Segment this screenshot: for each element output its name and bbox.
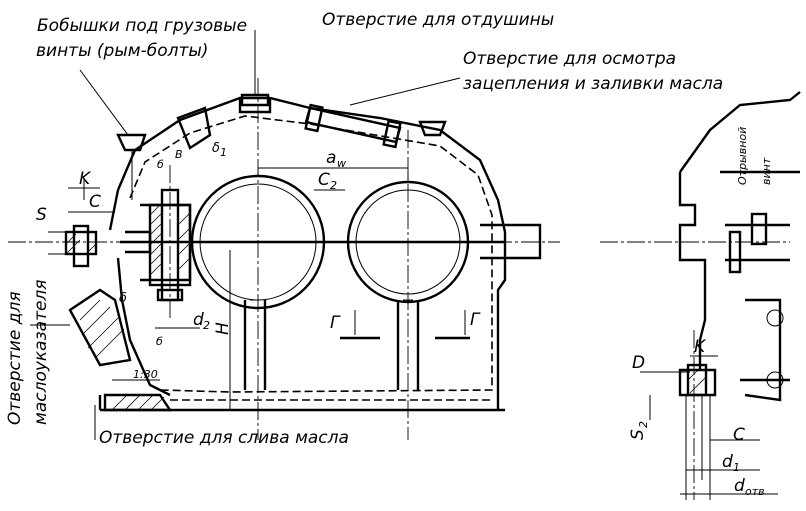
dim-s-left: S xyxy=(36,205,47,225)
oil-gauge-boss xyxy=(68,288,132,367)
jack-screw-label-2: винт xyxy=(760,157,773,185)
leader-lines xyxy=(30,69,778,495)
dim-c2: C xyxy=(318,170,330,190)
flange-bolt-left xyxy=(64,224,98,268)
vent-hole-label: Отверстие для отдушины xyxy=(322,10,554,30)
dim-aw-sub: w xyxy=(337,157,346,170)
section-g-left: Г xyxy=(330,313,341,333)
lifting-bosses-label-1: Бобышки под грузовые xyxy=(37,16,247,36)
dim-d-otv: d xyxy=(734,476,745,496)
dim-d-right: D xyxy=(632,353,645,373)
bearing-bolt-left xyxy=(148,188,192,302)
dim-delta: δ xyxy=(119,291,127,306)
dim-v: В xyxy=(175,148,183,161)
dim-delta1: δ xyxy=(212,141,220,156)
dim-k-left: K xyxy=(79,169,92,189)
section-marks xyxy=(340,310,470,340)
dim-b-bottom: б xyxy=(156,335,163,348)
dim-delta1-sub: 1 xyxy=(220,146,227,159)
housing-outline xyxy=(98,96,542,412)
dim-s2-sub: 2 xyxy=(637,421,650,428)
dim-h: H xyxy=(213,322,233,335)
jack-screw-label-1: Отрывной xyxy=(736,127,749,185)
dim-b-top: б xyxy=(157,158,164,171)
dim-d2-sub: 2 xyxy=(203,319,210,332)
inspection-label-1: Отверстие для осмотра xyxy=(463,49,676,69)
lifting-boss xyxy=(116,106,212,200)
lifting-bosses-label-2: винты (рым-болты) xyxy=(36,41,208,61)
inspection-cover-bolts xyxy=(304,103,447,149)
oil-gauge-label-1: Отверстие для xyxy=(5,291,25,425)
vent-boss xyxy=(240,30,270,107)
section-g-right: Г xyxy=(470,310,481,330)
drain-boss xyxy=(103,393,173,412)
dim-k-right: K xyxy=(694,337,707,357)
drain-hole-label: Отверстие для слива масла xyxy=(99,428,349,448)
oil-gauge-label-2: маслоуказателя xyxy=(31,279,51,425)
dim-d-otv-sub: отв xyxy=(745,485,765,498)
dim-c-left: C xyxy=(89,192,101,212)
inspection-label-2: зацепления и заливки масла xyxy=(463,74,723,94)
dim-s2: S xyxy=(628,429,648,440)
dim-d1-sub: 1 xyxy=(733,461,740,474)
dim-slope: 1:30 xyxy=(133,368,158,381)
detail-view xyxy=(678,91,801,500)
dim-aw: a xyxy=(326,148,336,168)
dim-c-right: C xyxy=(733,425,745,445)
dim-d1: d xyxy=(722,452,733,472)
dim-d2: d xyxy=(193,310,204,330)
dim-c2-sub: 2 xyxy=(330,179,337,192)
